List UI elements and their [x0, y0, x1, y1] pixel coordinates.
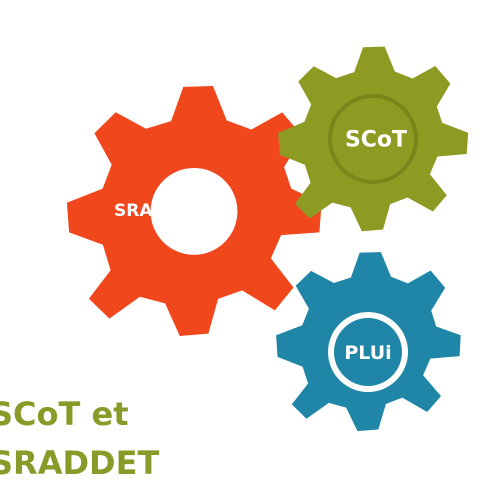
- plui-gear-center: [334, 318, 402, 386]
- sraddet-label: SRADDET: [114, 201, 204, 221]
- plui-label: PLUi: [344, 342, 391, 364]
- scot-gear: SCoT: [278, 46, 469, 232]
- sraddet-gear: SRADDET: [66, 86, 322, 336]
- caption-line-2: SRADDET: [0, 444, 160, 482]
- scot-label: SCoT: [345, 128, 407, 153]
- sraddet-gear-body: [66, 86, 322, 336]
- gears-illustration: SRADDET SCoT PLUi SCoT et SRADDET: [0, 46, 469, 479]
- caption-line-1: SCoT et: [0, 395, 129, 433]
- scot-gear-hub: [332, 98, 414, 180]
- plui-gear: PLUi: [276, 252, 461, 432]
